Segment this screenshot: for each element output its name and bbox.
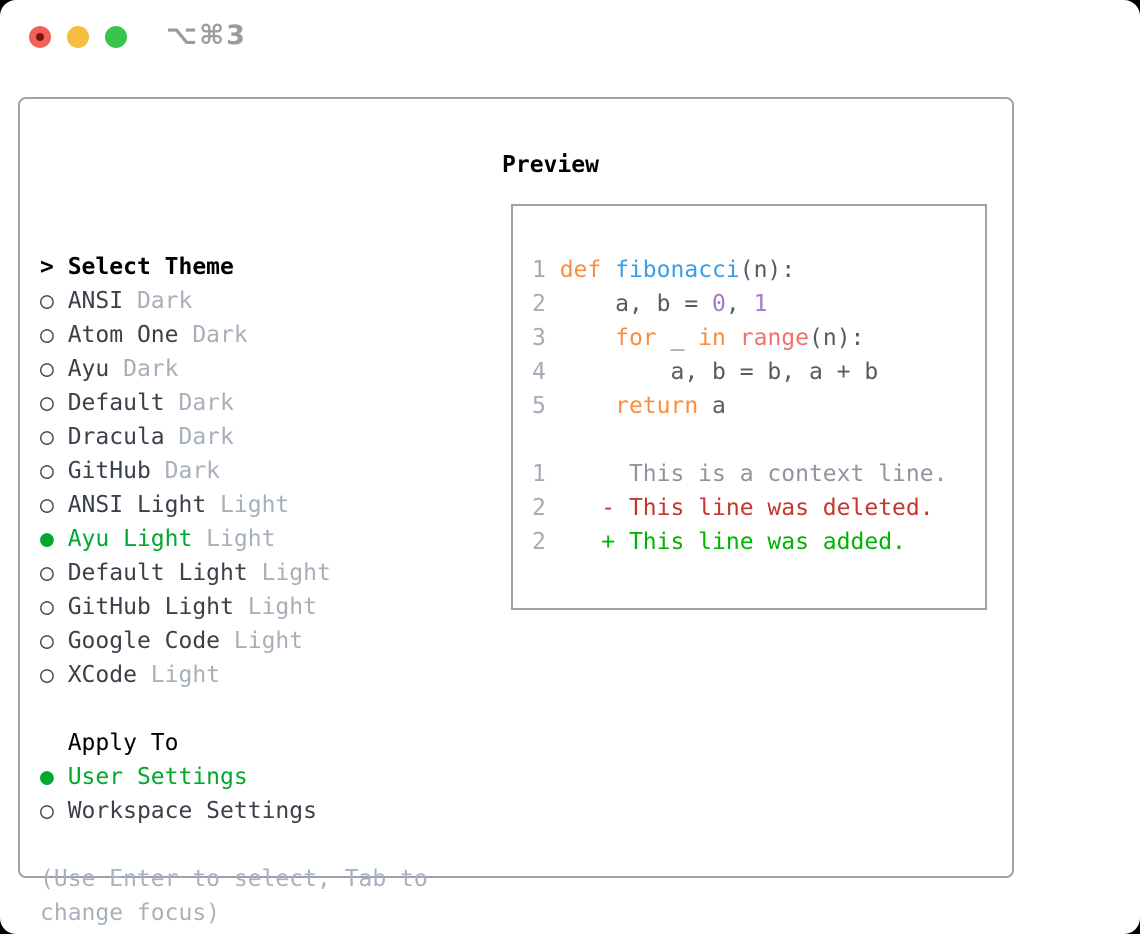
zoom-button[interactable] — [105, 26, 127, 48]
radio-icon: ○ — [40, 492, 68, 518]
keyboard-shortcut-label: ⌥⌘3 — [166, 20, 247, 51]
theme-option-default[interactable]: ○ Default Dark — [40, 390, 234, 416]
help-text: (Use Enter to select, Tab to change focu… — [40, 866, 428, 926]
theme-option-github[interactable]: ○ GitHub Dark — [40, 458, 221, 484]
radio-icon: ○ — [40, 322, 68, 348]
theme-option-ansi[interactable]: ○ ANSI Dark — [40, 288, 193, 314]
apply-option-user-settings[interactable]: ● User Settings — [40, 764, 248, 790]
close-button[interactable] — [29, 26, 51, 48]
theme-option-google-code[interactable]: ○ Google Code Light — [40, 628, 304, 654]
theme-option-atom-one[interactable]: ○ Atom One Dark — [40, 322, 248, 348]
code-preview: 1 def fibonacci(n): 2 a, b = 0, 1 3 for … — [532, 257, 948, 555]
theme-option-default-light[interactable]: ○ Default Light Light — [40, 560, 331, 586]
theme-option-ayu[interactable]: ○ Ayu Dark — [40, 356, 179, 382]
radio-icon: ○ — [40, 356, 68, 382]
radio-icon: ○ — [40, 560, 68, 586]
preview-header: Preview — [502, 152, 599, 178]
radio-icon: > — [40, 254, 68, 280]
radio-icon: ○ — [40, 594, 68, 620]
theme-option-ayu-light[interactable]: ● Ayu Light Light — [40, 526, 276, 552]
radio-icon: ● — [40, 764, 68, 790]
minimize-button[interactable] — [67, 26, 89, 48]
theme-list-header: > Select Theme — [40, 254, 234, 280]
radio-icon: ○ — [40, 424, 68, 450]
apply-option-workspace-settings[interactable]: ○ Workspace Settings — [40, 798, 317, 824]
theme-list: > Select Theme ○ ANSI Dark ○ Atom One Dark… — [40, 148, 442, 930]
radio-icon: ○ — [40, 390, 68, 416]
preview-box: 1 def fibonacci(n): 2 a, b = 0, 1 3 for … — [511, 204, 987, 610]
radio-icon: ● — [40, 526, 68, 552]
theme-option-xcode[interactable]: ○ XCode Light — [40, 662, 221, 688]
radio-icon: ○ — [40, 628, 68, 654]
theme-option-dracula[interactable]: ○ Dracula Dark — [40, 424, 234, 450]
apply-to-header: Apply To — [67, 730, 179, 756]
theme-option-github-light[interactable]: ○ GitHub Light Light — [40, 594, 317, 620]
theme-picker-panel: > Select Theme ○ ANSI Dark ○ Atom One Dark… — [18, 97, 1014, 926]
radio-icon: ○ — [40, 798, 68, 824]
radio-icon: ○ — [40, 662, 68, 688]
theme-option-ansi-light[interactable]: ○ ANSI Light Light — [40, 492, 290, 518]
radio-icon: ○ — [40, 288, 68, 314]
radio-icon: ○ — [40, 458, 68, 484]
titlebar: ⌥⌘3 — [0, 0, 1140, 74]
